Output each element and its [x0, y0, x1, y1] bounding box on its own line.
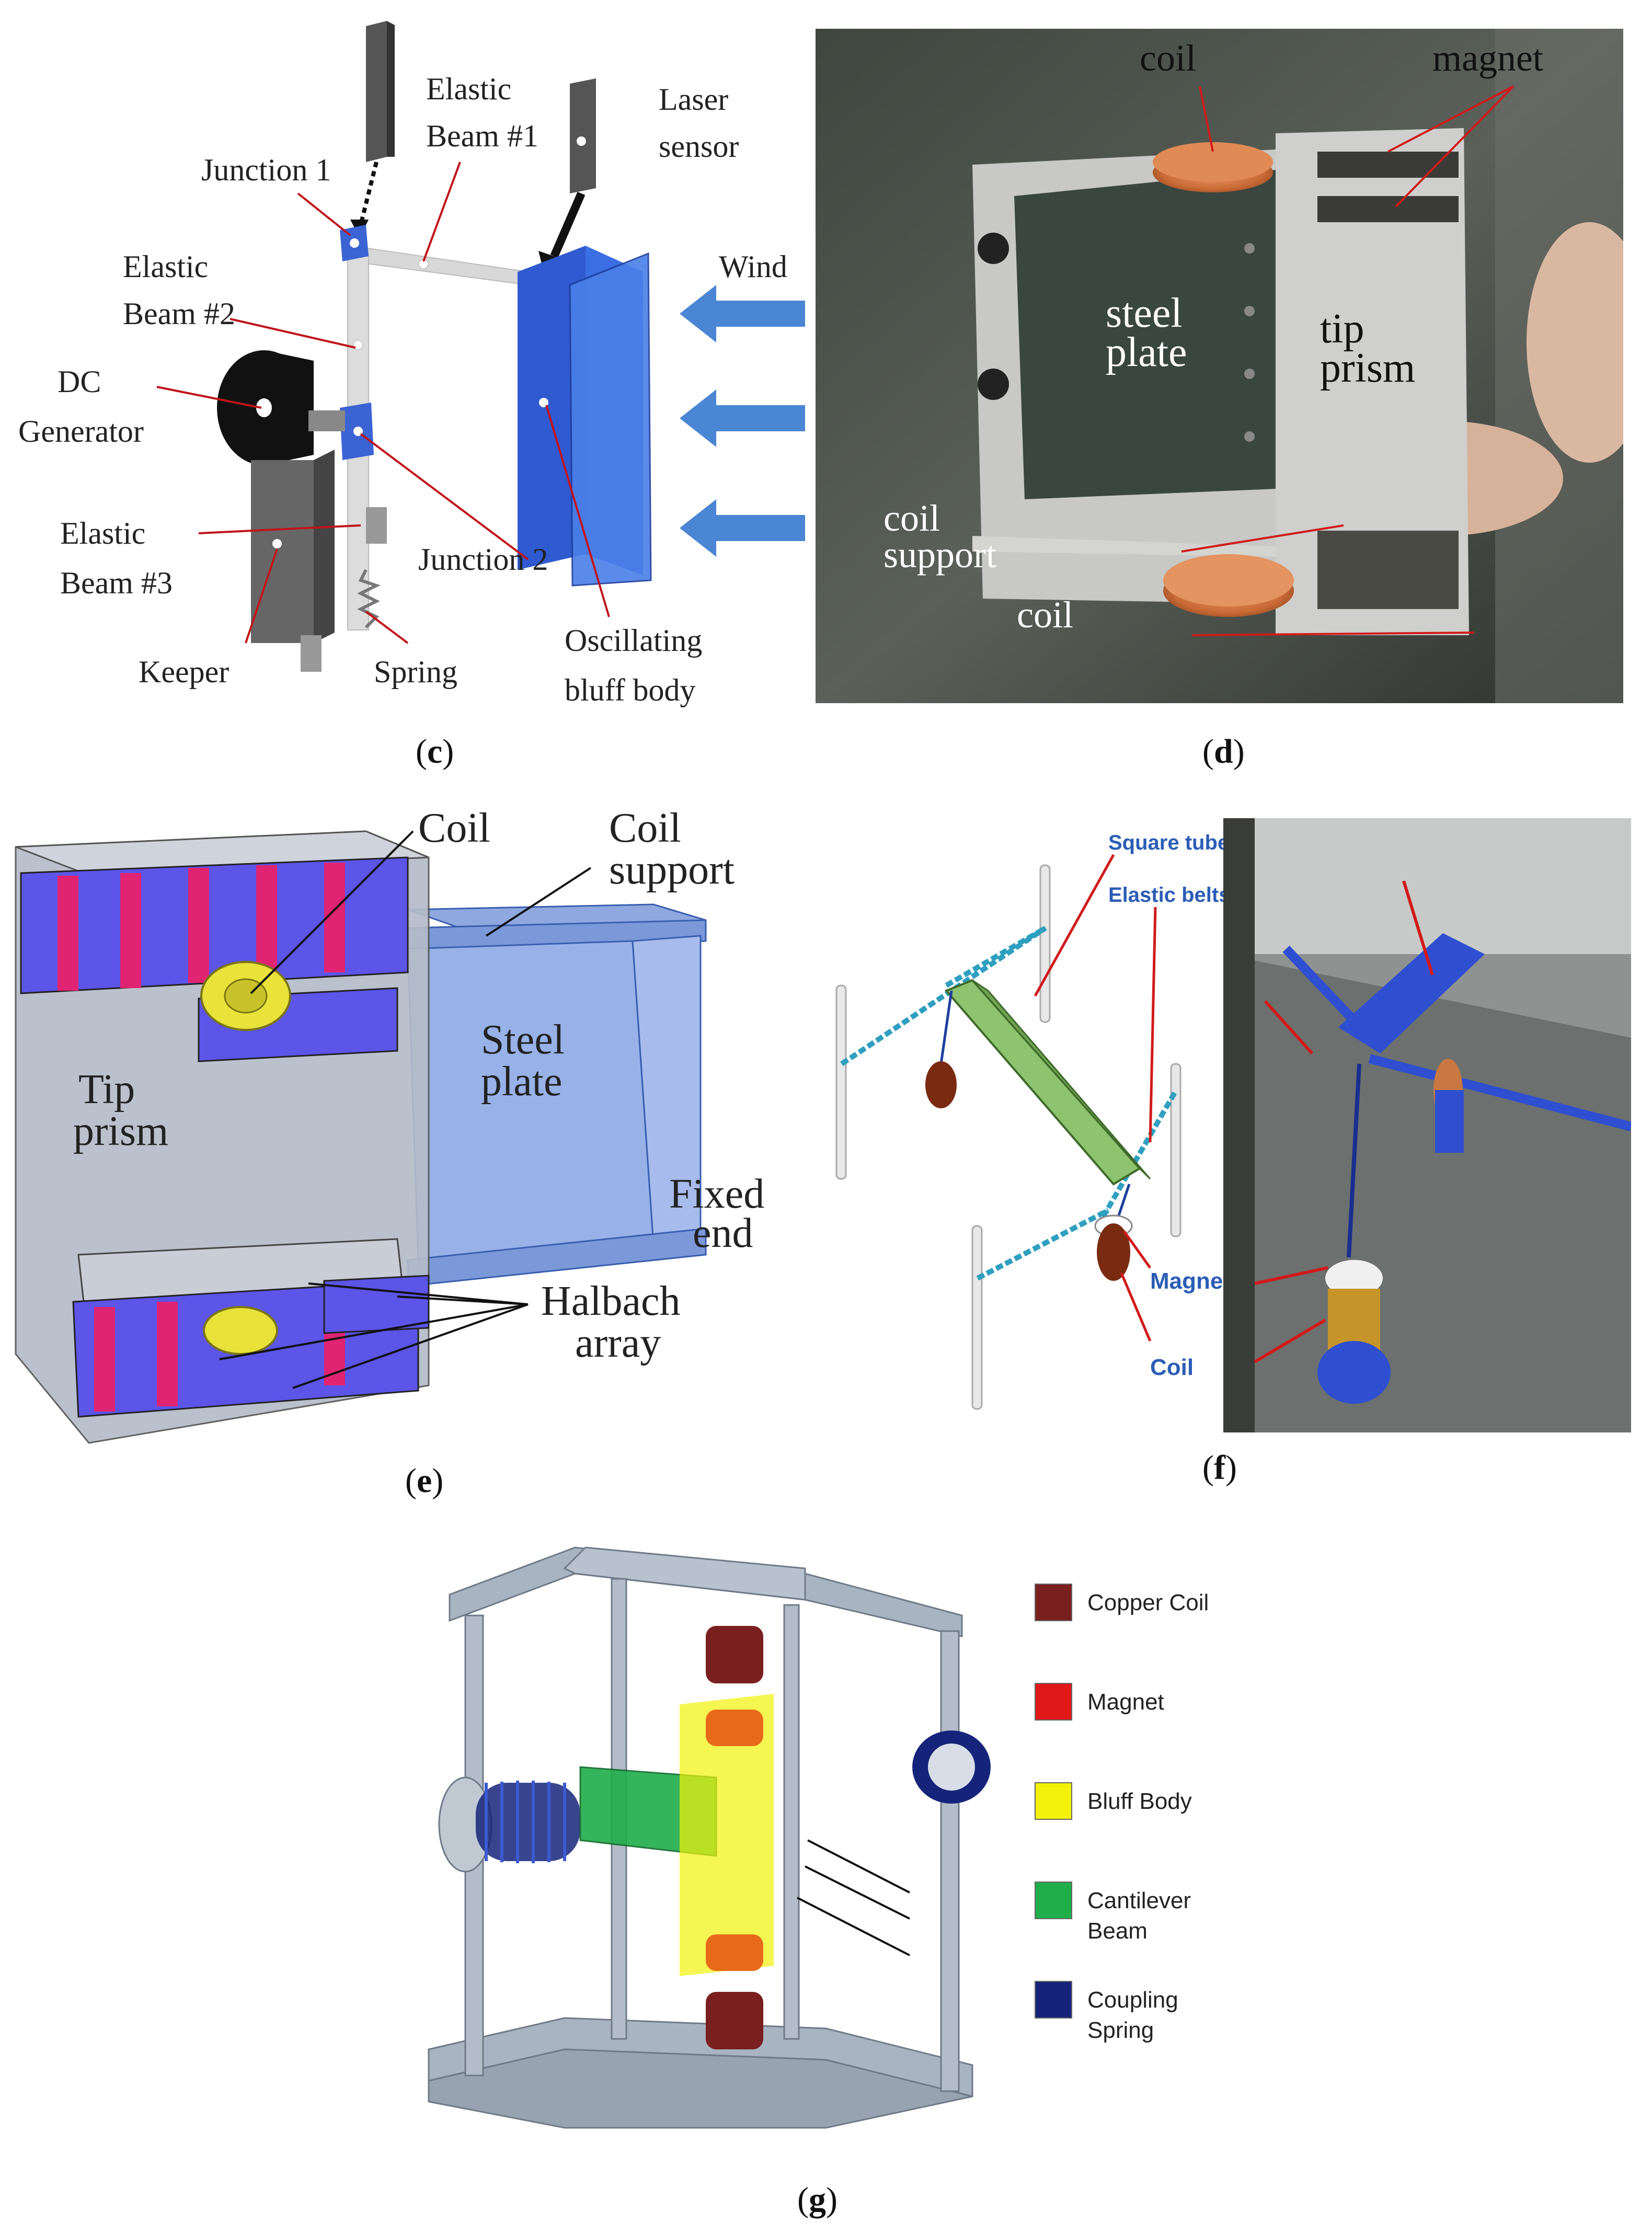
caption-f: (f) [1202, 1449, 1237, 1487]
panel-f-diagram: Square tube Elastic belts Magnets Coil [816, 818, 1631, 1432]
elastic-belts [840, 925, 1179, 1281]
finger [1527, 222, 1623, 463]
laser-sensor [570, 78, 596, 193]
coil-part-bottom [203, 1306, 278, 1355]
legend-swatch-2 [1035, 1782, 1072, 1820]
legend-label-0: Copper Coil [1087, 1590, 1209, 1615]
legend-swatch-0 [1035, 1584, 1072, 1621]
magnet-top [706, 1710, 763, 1746]
legend-swatch-1 [1035, 1683, 1072, 1721]
panel-f: Square tube Elastic belts Magnets Coil [816, 818, 1631, 1432]
bluff-body [518, 246, 586, 570]
label-square-tube: Square tube [1108, 831, 1229, 854]
legend-swatch-3 [1035, 1882, 1072, 1919]
label-magnet: magnet [1432, 37, 1543, 79]
caption-c: (c) [416, 732, 454, 771]
label-coil: Coil [1150, 1355, 1194, 1380]
legend-label-2: Bluff Body [1087, 1788, 1192, 1814]
bluff-body [680, 1694, 774, 1976]
label-coil-top: coil [1140, 37, 1196, 79]
label-elastic-belts: Elastic belts [1108, 884, 1230, 907]
caption-e: (e) [405, 1462, 444, 1500]
panel-f-photo [1223, 818, 1631, 1432]
legend-swatch-4 [1035, 1981, 1072, 2019]
legend-label-1: Magnet [1087, 1689, 1164, 1715]
tip-prism [1276, 128, 1469, 635]
keeper [251, 460, 314, 643]
coupling-spring [476, 1781, 580, 1863]
magnet-bottom [706, 1934, 763, 1971]
coil-hanging-right [1097, 1223, 1130, 1281]
caption-g: (g) [797, 2181, 838, 2219]
wind-arrows [680, 285, 805, 557]
coil-support [972, 536, 1276, 557]
copper-coil-top [706, 1626, 763, 1683]
coil-hanging-left [925, 1061, 957, 1108]
label-junction-1: Junction 1 [201, 153, 331, 187]
label-keeper: Keeper [139, 655, 229, 689]
copper-coil-bottom [706, 1992, 763, 2049]
elastic-beam-1-part [366, 21, 387, 162]
label-coil: Coil [418, 805, 490, 851]
label-junction-2: Junction 2 [418, 542, 548, 577]
label-coil-bottom: coil [1017, 594, 1073, 636]
caption-d: (d) [1202, 732, 1245, 771]
label-wind: Wind [719, 249, 787, 284]
label-spring: Spring [374, 655, 457, 689]
